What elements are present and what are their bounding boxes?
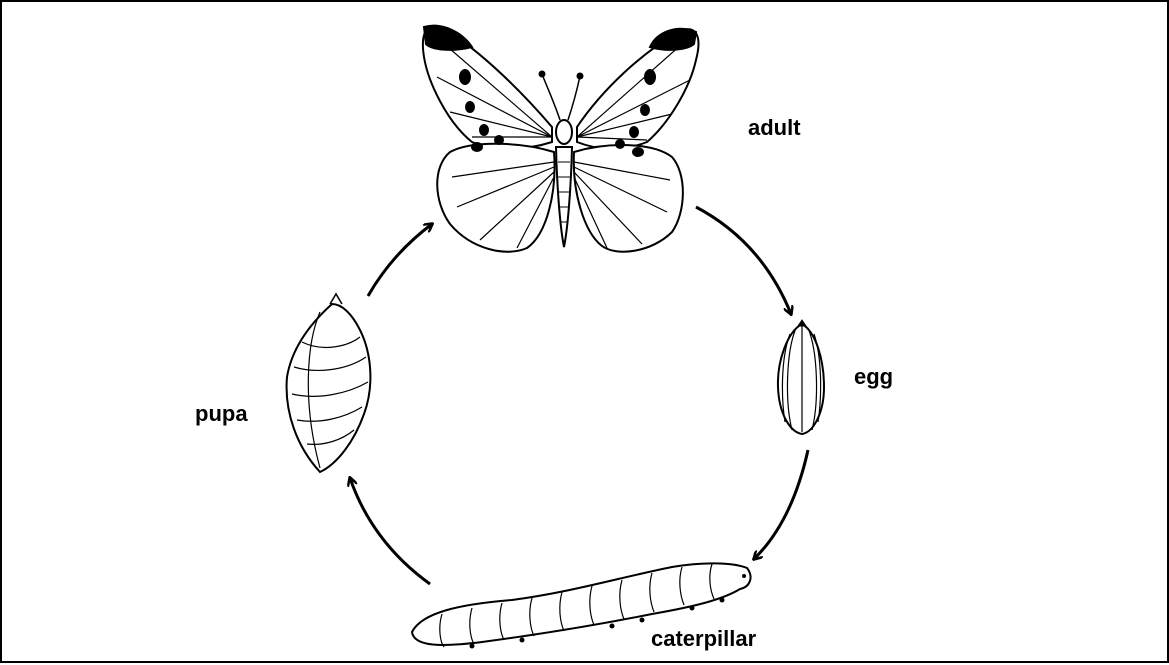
arrow-egg-to-caterpillar <box>754 450 808 559</box>
arrow-pupa-to-adult <box>368 224 432 296</box>
arrow-adult-to-egg <box>696 207 791 314</box>
egg-icon <box>778 320 824 434</box>
label-adult: adult <box>748 117 801 139</box>
label-caterpillar: caterpillar <box>651 628 756 650</box>
arrow-caterpillar-to-pupa <box>350 478 430 584</box>
pupa-icon <box>287 294 371 472</box>
label-egg: egg <box>854 366 893 388</box>
label-pupa: pupa <box>195 403 248 425</box>
butterfly-icon <box>423 26 699 252</box>
